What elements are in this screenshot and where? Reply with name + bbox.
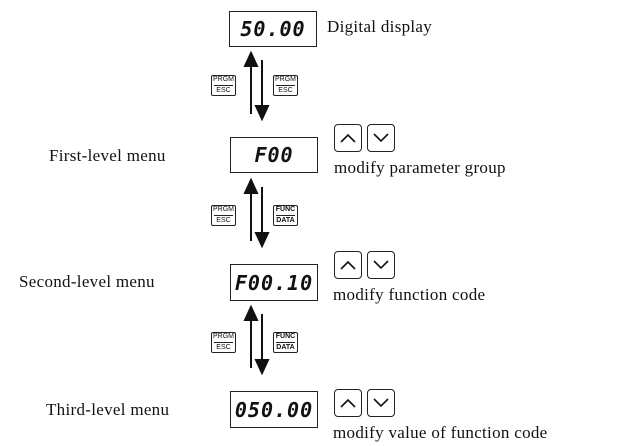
prgm-esc-key[interactable]: PRGM ESC	[211, 75, 236, 96]
key-top-text: FUNC	[275, 206, 296, 213]
func-data-key[interactable]: FUNC DATA	[273, 205, 298, 226]
second-level-label: Second-level menu	[19, 272, 155, 291]
first-level-label: First-level menu	[49, 146, 166, 165]
prgm-esc-key[interactable]: PRGM ESC	[211, 332, 236, 353]
first-level-display: F00	[230, 137, 318, 173]
down-key-icon[interactable]	[367, 124, 395, 152]
key-top-text: PRGM	[275, 76, 296, 83]
func-data-key[interactable]: FUNC DATA	[273, 332, 298, 353]
modify-value-label: modify value of function code	[333, 423, 548, 442]
third-level-label: Third-level menu	[46, 400, 170, 419]
prgm-esc-key[interactable]: PRGM ESC	[273, 75, 298, 96]
key-top-text: PRGM	[213, 333, 234, 340]
third-level-display: 050.00	[230, 391, 318, 428]
key-bottom-text: ESC	[216, 87, 231, 94]
key-top-text: FUNC	[275, 333, 296, 340]
key-bottom-text: ESC	[216, 217, 231, 224]
second-level-display: F00.10	[230, 264, 318, 301]
up-key-icon[interactable]	[334, 389, 362, 417]
key-bottom-text: ESC	[216, 344, 231, 351]
digital-display-label: Digital display	[327, 17, 433, 36]
down-key-icon[interactable]	[367, 251, 395, 279]
modify-code-label: modify function code	[333, 285, 486, 304]
up-key-icon[interactable]	[334, 124, 362, 152]
down-key-icon[interactable]	[367, 389, 395, 417]
key-top-text: PRGM	[213, 76, 234, 83]
key-bottom-text: DATA	[276, 344, 295, 351]
key-top-text: PRGM	[213, 206, 234, 213]
key-bottom-text: ESC	[278, 87, 293, 94]
key-bottom-text: DATA	[276, 217, 295, 224]
prgm-esc-key[interactable]: PRGM ESC	[211, 205, 236, 226]
up-key-icon[interactable]	[334, 251, 362, 279]
digital-display: 50.00	[229, 11, 317, 47]
modify-group-label: modify parameter group	[334, 158, 506, 177]
